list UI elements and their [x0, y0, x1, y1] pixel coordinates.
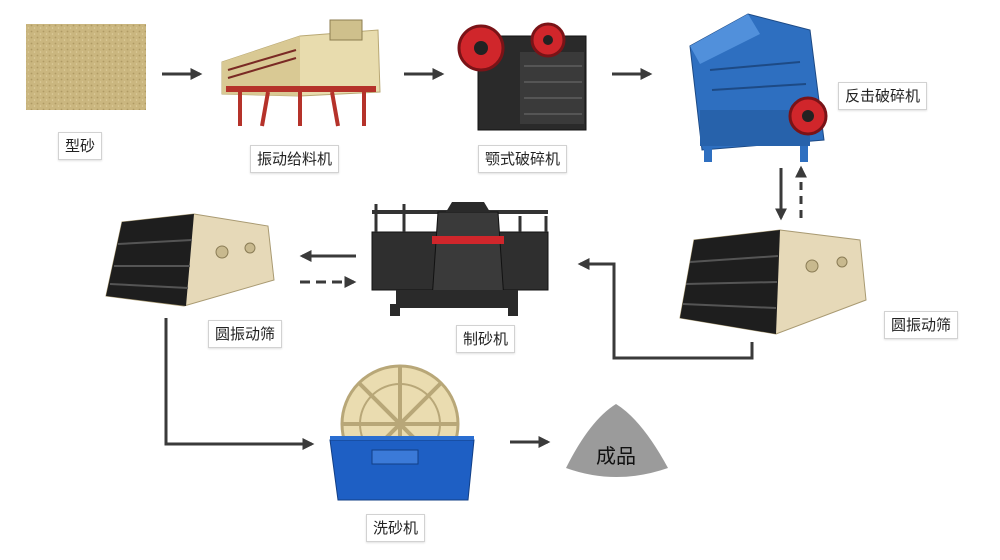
label-jaw-crusher: 颚式破碎机 [478, 145, 568, 173]
product-pile-shape [566, 404, 668, 477]
label-sand-washer: 洗砂机 [366, 514, 426, 542]
circular-screen-right-image [679, 229, 867, 335]
circular-screen-left-image [105, 213, 275, 307]
vibrating-feeder-image [221, 19, 381, 127]
label-product: 成品 [596, 444, 636, 468]
label-circular-screen-right: 圆振动筛 [884, 311, 959, 339]
label-vibrating-feeder: 振动给料机 [250, 145, 340, 173]
label-sand: 型砂 [58, 132, 103, 160]
sand-image [26, 24, 146, 110]
sand-washer-image [329, 364, 475, 501]
arrow-screen-to-washer [164, 318, 315, 450]
arrow-screen-to-sand-maker [577, 258, 754, 360]
jaw-crusher-image [457, 22, 587, 131]
label-impact-crusher: 反击破碎机 [838, 82, 928, 110]
impact-crusher-image [689, 13, 828, 162]
label-sand-maker: 制砂机 [456, 325, 516, 353]
label-circular-screen-left: 圆振动筛 [208, 320, 283, 348]
sand-making-machine-image [371, 202, 549, 316]
